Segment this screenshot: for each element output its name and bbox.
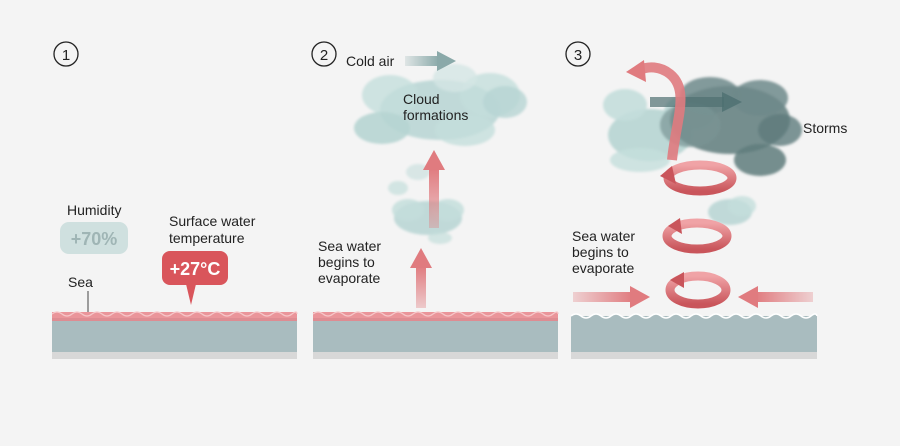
storm-wind-arrow [650, 92, 742, 112]
panel-3: 3 Storm [565, 41, 847, 359]
cold-air-label: Cold air [346, 53, 395, 69]
humidity-label: Humidity [67, 202, 121, 218]
surface-water-label-line1: Surface water [169, 213, 256, 229]
panel-number-label: 3 [574, 47, 582, 64]
sea-label: Sea [68, 274, 93, 290]
spiral-ring-middle [662, 218, 732, 254]
cloud-label-line1: Cloud [403, 91, 440, 107]
sea-panel-2 [312, 311, 559, 359]
cloud-label-line2: formations [403, 107, 468, 123]
cold-air-arrow [405, 51, 456, 71]
evaporate-label-line3: evaporate [318, 270, 380, 286]
storms-label: Storms [803, 120, 847, 136]
humidity-value: +70% [71, 229, 118, 249]
evaporate-label-line3: evaporate [572, 260, 634, 276]
panel-number-label: 1 [62, 47, 70, 64]
temperature-value: +27°C [170, 259, 221, 279]
evaporate-label-line2: begins to [318, 254, 375, 270]
panel-number-label: 2 [320, 47, 328, 64]
evaporation-arrow-upper [423, 150, 445, 228]
panel-3-number: 3 [565, 41, 591, 67]
evaporate-label-line1: Sea water [318, 238, 381, 254]
evaporation-arrow-lower [410, 248, 432, 308]
cloud-formation-small [388, 164, 464, 244]
panel-2-number: 2 [311, 41, 337, 67]
cloud-formation-top [354, 64, 527, 146]
evaporate-label-line1: Sea water [572, 228, 635, 244]
spiral-hook-arrow [626, 60, 686, 161]
panel-2: 2 [311, 41, 559, 359]
humidity-badge: +70% [60, 222, 128, 254]
evaporate-label-line2: begins to [572, 244, 629, 260]
spiral-ring-top [660, 160, 737, 196]
inflow-arrow-left [573, 286, 650, 308]
temperature-badge: +27°C [162, 251, 228, 305]
panel-1-number: 1 [53, 41, 79, 67]
panel-1: 1 Humidity +70% Surface water temperatur… [51, 41, 298, 359]
surface-water-label-line2: temperature [169, 230, 245, 246]
spiral-ring-bottom [665, 271, 731, 309]
sea-panel-1 [51, 311, 298, 359]
sea-panel-3 [570, 313, 818, 359]
inflow-arrow-right [738, 286, 813, 308]
